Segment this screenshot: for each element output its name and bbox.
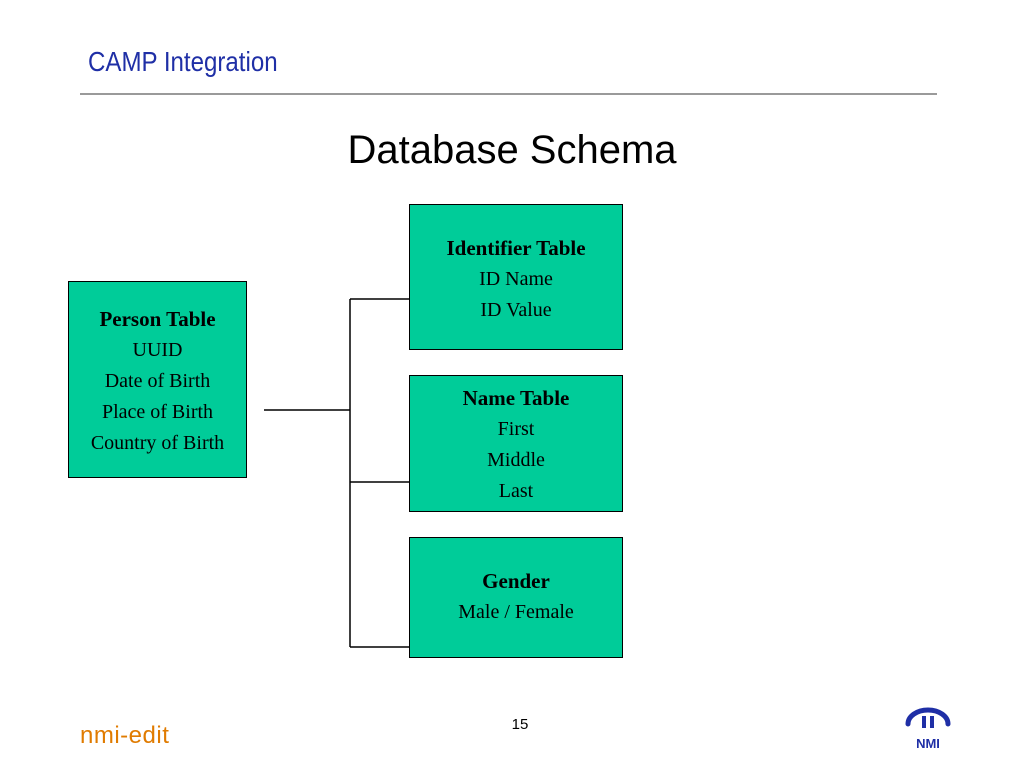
person-table-title: Person Table [99, 307, 216, 331]
name-table-box: Name Table First Middle Last [409, 375, 623, 512]
person-table-box: Person Table UUID Date of Birth Place of… [68, 281, 247, 478]
footer-brand: nmi-edit [80, 722, 170, 749]
name-field-last: Last [498, 480, 534, 502]
gender-table-box: Gender Male / Female [409, 537, 623, 658]
name-field-first: First [497, 418, 535, 440]
identifier-table-box: Identifier Table ID Name ID Value [409, 204, 623, 350]
page-number: 15 [511, 716, 529, 733]
nmi-logo-icon: NMI [905, 707, 951, 751]
name-table-title: Name Table [462, 386, 570, 410]
person-field-place-of-birth: Place of Birth [101, 401, 214, 423]
logo-text: NMI [916, 736, 940, 751]
identifier-field-id-name: ID Name [479, 268, 553, 290]
header-divider [80, 93, 937, 95]
identifier-field-id-value: ID Value [480, 299, 552, 321]
gender-table-title: Gender [482, 569, 550, 593]
identifier-table-title: Identifier Table [446, 236, 586, 260]
slide-title: Database Schema [347, 128, 677, 172]
header-title: CAMP Integration [88, 46, 278, 77]
person-field-country-of-birth: Country of Birth [90, 432, 225, 454]
gender-field-values: Male / Female [458, 601, 574, 623]
name-field-middle: Middle [487, 449, 545, 471]
person-field-date-of-birth: Date of Birth [104, 370, 211, 392]
person-field-uuid: UUID [132, 339, 183, 361]
